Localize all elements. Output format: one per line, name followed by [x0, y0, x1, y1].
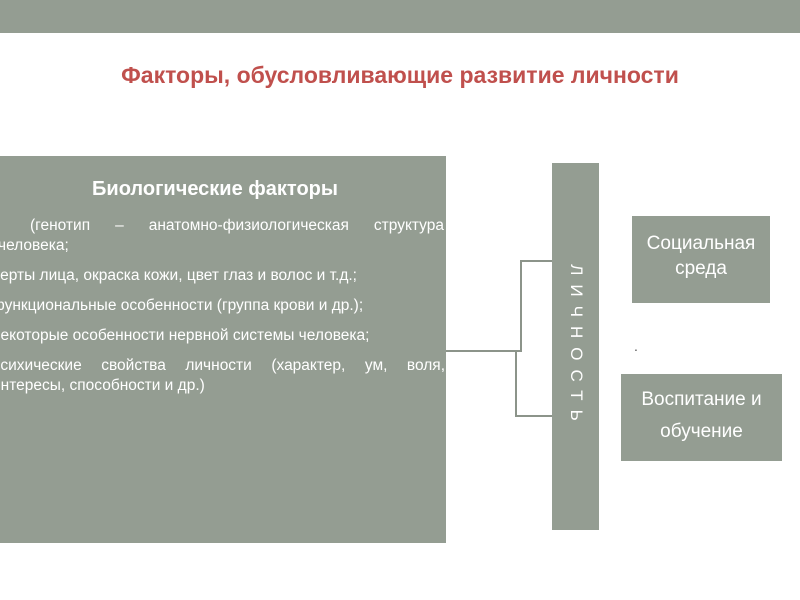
personality-box: ЛИЧНОСТЬ	[552, 163, 599, 530]
education-label: Воспитание и обучение	[641, 388, 762, 442]
list-item-text: некоторые особенности нервной системы че…	[0, 327, 370, 344]
dot-mark: .	[634, 338, 638, 354]
slide-title: Факторы, обусловливающие развитие личнос…	[121, 62, 679, 88]
list-item: психические свойства личности (характер,…	[0, 356, 445, 396]
personality-label: ЛИЧНОСТЬ	[566, 263, 586, 430]
list-item: некоторые особенности нервной системы че…	[0, 326, 445, 346]
education-box: Воспитание и обучение	[621, 374, 782, 461]
top-band	[0, 0, 800, 33]
list-item-text: психические свойства личности (характер,…	[0, 357, 445, 394]
social-environment-label: Социальная среда	[646, 232, 756, 279]
list-item-text: функциональные особенности (группа крови…	[0, 297, 364, 314]
list-item: функциональные особенности (группа крови…	[0, 296, 445, 316]
biological-factors-heading: Биологические факторы	[92, 178, 338, 200]
list-item: (генотип – анатомно-физиологическая стру…	[0, 216, 444, 256]
list-item: черты лица, окраска кожи, цвет глаз и во…	[0, 266, 445, 286]
list-item-text: (генотип – анатомно-физиологическая стру…	[0, 217, 444, 254]
social-environment-box: Социальная среда	[632, 216, 770, 303]
connector-bio-to-personality	[446, 260, 552, 352]
connector-branch-lower	[515, 351, 552, 417]
biological-factors-box: Биологические факторы (генотип – анатомн…	[0, 156, 446, 543]
biological-factors-list: (генотип – анатомно-физиологическая стру…	[0, 216, 445, 406]
list-item-text: черты лица, окраска кожи, цвет глаз и во…	[0, 267, 357, 284]
